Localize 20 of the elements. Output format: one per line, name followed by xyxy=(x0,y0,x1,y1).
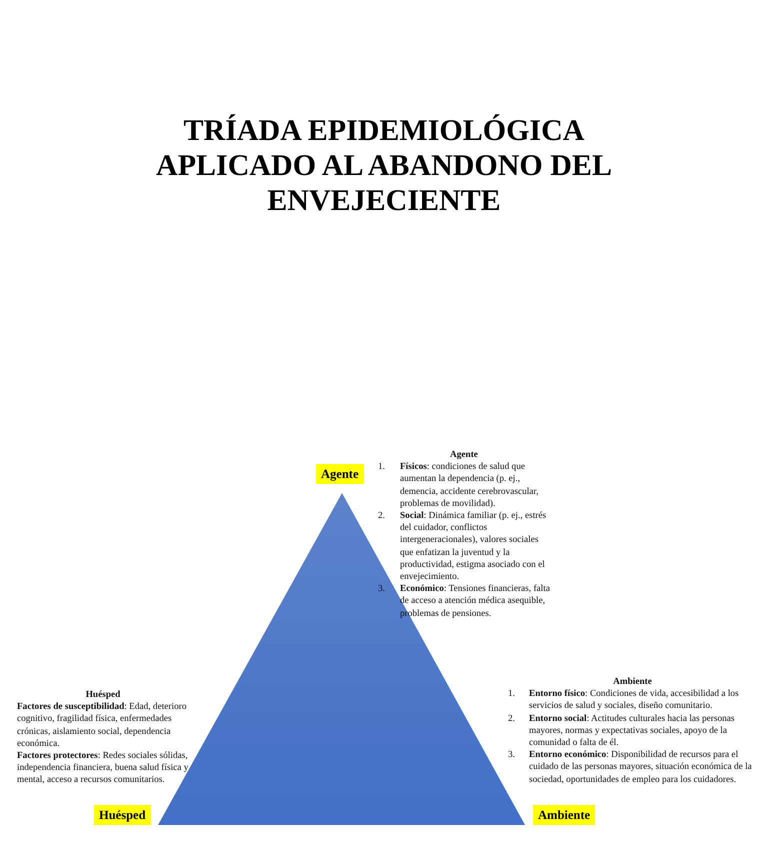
list-number: 3. xyxy=(508,749,516,762)
list-item-text: Social: Dinámica familiar (p. ej., estrés del cuidador, conflictos intergeneracionales), valores sociales que enfatizan la juventud y la productividad, estigma asociado con el envejecimiento. xyxy=(400,510,548,584)
list-item-text: Entorno social: Actitudes culturales hacia las personas mayores, normas y expectativas sociales, apoyo de la comunidad o falta de él. xyxy=(529,712,736,750)
title: TRÍADA EPIDEMIOLÓGICA APLICADO AL ABANDONO DEL ENVEJECIENTE xyxy=(155,113,613,218)
list-number: 2. xyxy=(508,712,516,726)
list-number: 1. xyxy=(378,461,386,474)
list-number: 2. xyxy=(378,510,386,524)
list-item-text: Factores protectores: Redes sociales sólidas, independencia financiera, buena salud física y mental, acceso a recursos comunitarios. xyxy=(17,750,189,787)
list-item-text: Entorno físico: Condiciones de vida, accesibilidad a los servicios de salud y sociales, diseño comunitario. xyxy=(529,688,740,713)
vertex-label: Agente xyxy=(316,464,364,484)
list-item-text: Entorno económico: Disponibilidad de recursos para el cuidado de las personas mayores, situación económica de la sociedad, oportunidades de empleo para los cuidadores. xyxy=(529,749,753,786)
section-heading: Agente xyxy=(449,449,479,462)
vertex-label: Huésped xyxy=(94,805,151,825)
list-number: 3. xyxy=(378,583,386,596)
section-heading: Ambiente xyxy=(612,676,653,688)
list-number: 1. xyxy=(508,688,516,702)
list-item-text: Factores de susceptibilidad: Edad, deterioro cognitivo, fragilidad física, enfermedades crónicas, aislamiento social, dependencia económica. xyxy=(17,701,188,750)
vertex-label: Ambiente xyxy=(533,805,596,825)
list-item-text: Físicos: condiciones de salud que aumentan la dependencia (p. ej., demencia, accidente cerebrovascular, problemas de movilidad). xyxy=(400,461,540,510)
section-heading: Huésped xyxy=(84,689,122,702)
